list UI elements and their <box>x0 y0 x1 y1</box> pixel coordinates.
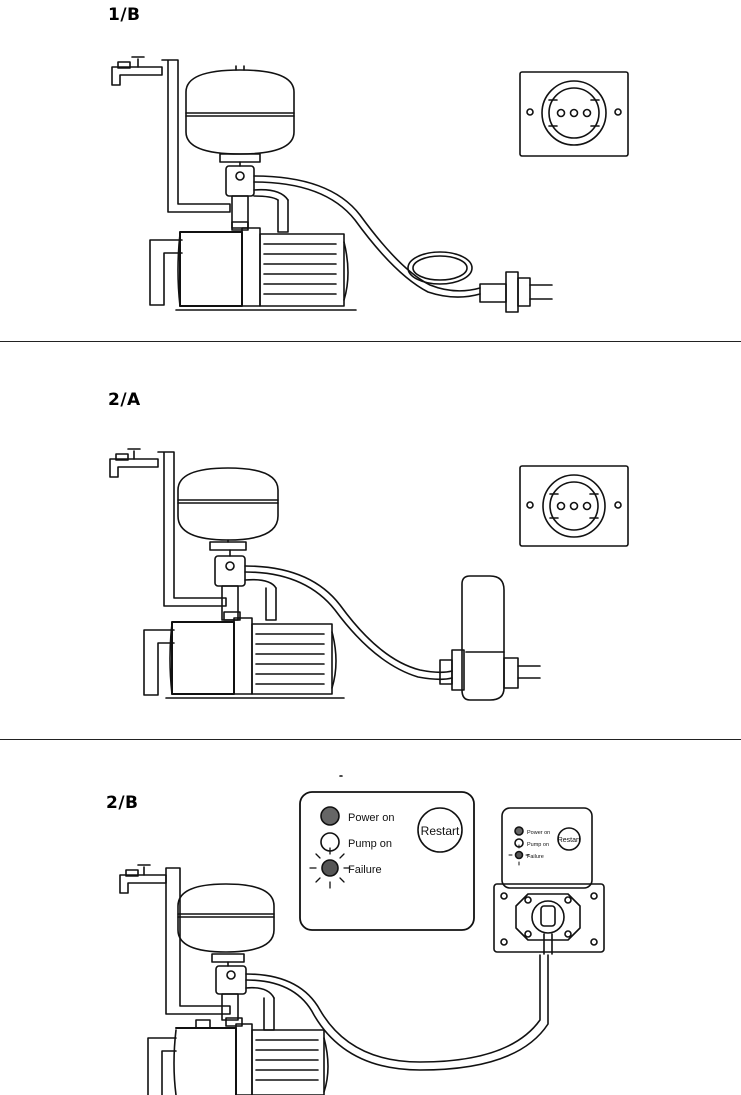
power-on-led-icon <box>320 806 340 826</box>
pump-unit-2b <box>119 864 549 1095</box>
failure-label: Failure <box>348 864 382 876</box>
pump-unit-2a <box>109 448 541 701</box>
restart-label: Restart <box>421 824 460 838</box>
pump-motor <box>149 221 357 311</box>
section-label-2b: 2/B <box>106 793 139 813</box>
tap-icon <box>111 56 163 86</box>
pump-unit-1b <box>111 56 553 313</box>
power-on-label: Power on <box>348 812 394 824</box>
failure-led-icon <box>309 847 351 889</box>
mini-failure-label: Failure <box>527 854 544 860</box>
pump-on-label: Pump on <box>348 838 392 850</box>
mini-restart-label: Restart <box>558 837 581 844</box>
schuko-plug-icon <box>479 271 553 313</box>
section-label-1b: 1/B <box>108 5 141 25</box>
wall-socket-1b <box>519 71 629 157</box>
control-panel-enlarged <box>299 775 475 931</box>
pressure-tank <box>177 467 279 551</box>
plug-in-pump-controller <box>439 575 541 701</box>
section-divider-1 <box>0 341 741 342</box>
tap-icon <box>109 448 159 478</box>
mini-power-on-label: Power on <box>527 830 550 836</box>
section-label-2a: 2/A <box>108 390 141 410</box>
pressure-tank <box>185 65 295 163</box>
tap-icon <box>119 864 167 894</box>
mini-pump-on-label: Pump on <box>527 842 549 848</box>
restart-button-icon <box>417 807 463 853</box>
pump-motor <box>143 611 345 699</box>
wall-controller <box>493 807 605 955</box>
pressure-tank <box>177 883 275 963</box>
pump-motor <box>147 1017 329 1095</box>
section-divider-2 <box>0 739 741 740</box>
wall-socket-2a <box>519 465 629 547</box>
